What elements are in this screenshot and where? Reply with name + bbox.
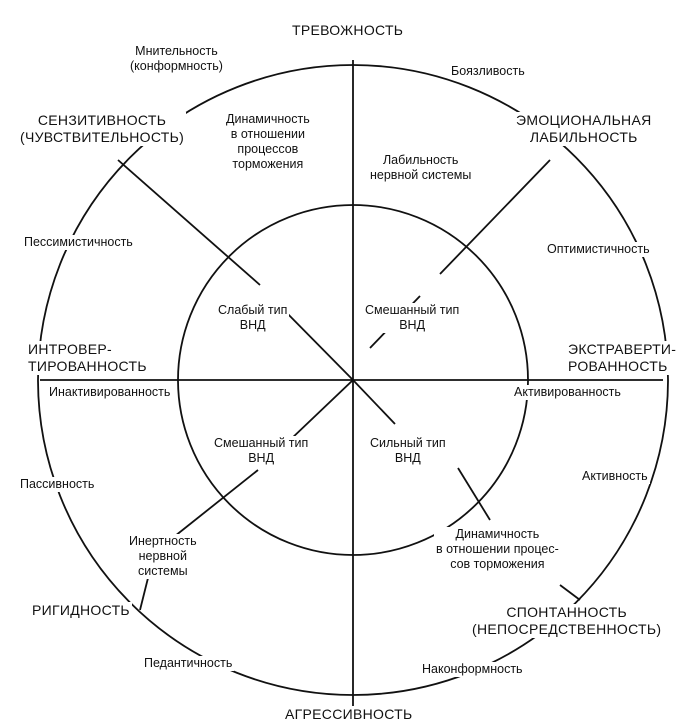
trait-pedantry: Педантичность (142, 656, 235, 671)
trait-dynamism-bottom: Динамичность в отношении процес- сов тор… (434, 527, 561, 572)
trait-nonconformity: Наконформность (420, 662, 525, 677)
trait-inertness: Инертность нервной системы (127, 534, 199, 579)
pole-introversion: ИНТРОВЕР- ТИРОВАННОСТЬ (26, 341, 149, 375)
trait-pessimism: Пессимистичность (22, 235, 135, 250)
pole-sensitivity: СЕНЗИТИВНОСТЬ (ЧУВСТВИТЕЛЬНОСТЬ) (18, 112, 187, 146)
diagonal-center-nw (279, 305, 354, 381)
trait-activation: Активированность (512, 385, 623, 400)
trait-inactivity: Инактивированность (47, 385, 173, 400)
vnd-mixed-bottom: Смешанный тип ВНД (212, 436, 311, 466)
pole-spontaneity: СПОНТАННОСТЬ (НЕПОСРЕДСТВЕННОСТЬ) (470, 604, 664, 638)
diagonal-upper-right (439, 159, 551, 275)
pole-extraversion: ЭКСТРАВЕРТИ- РОВАННОСТЬ (566, 341, 679, 375)
trait-passivity: Пассивность (18, 477, 97, 492)
diagonal-lower-right-b (559, 584, 581, 601)
trait-suspiciousness: Мнительность (конформность) (128, 44, 225, 74)
trait-timidity: Боязливость (449, 64, 527, 79)
trait-lability: Лабильность нервной системы (368, 153, 474, 183)
diagonal-lower-right-a (457, 467, 491, 521)
pole-aggressiveness: АГРЕССИВНОСТЬ (283, 706, 415, 723)
diagonal-lower-left-a (169, 469, 259, 541)
vnd-strong: Сильный тип ВНД (368, 436, 448, 466)
diagonal-center-se (352, 379, 396, 425)
pole-rigidity: РИГИДНОСТЬ (30, 602, 132, 619)
trait-optimism: Оптимистичность (545, 242, 652, 257)
vnd-weak: Слабый тип ВНД (216, 303, 290, 333)
trait-activity: Активность (580, 469, 650, 484)
diagonal-upper-left (117, 159, 261, 286)
pole-emotional-lability: ЭМОЦИОНАЛЬНАЯ ЛАБИЛЬНОСТЬ (514, 112, 654, 146)
pole-anxiety: ТРЕВОЖНОСТЬ (290, 22, 406, 39)
diagonal-center-sw (289, 379, 354, 441)
vnd-mixed-top: Смешанный тип ВНД (363, 303, 462, 333)
trait-dynamism-top: Динамичность в отношении процессов тормо… (224, 112, 312, 172)
